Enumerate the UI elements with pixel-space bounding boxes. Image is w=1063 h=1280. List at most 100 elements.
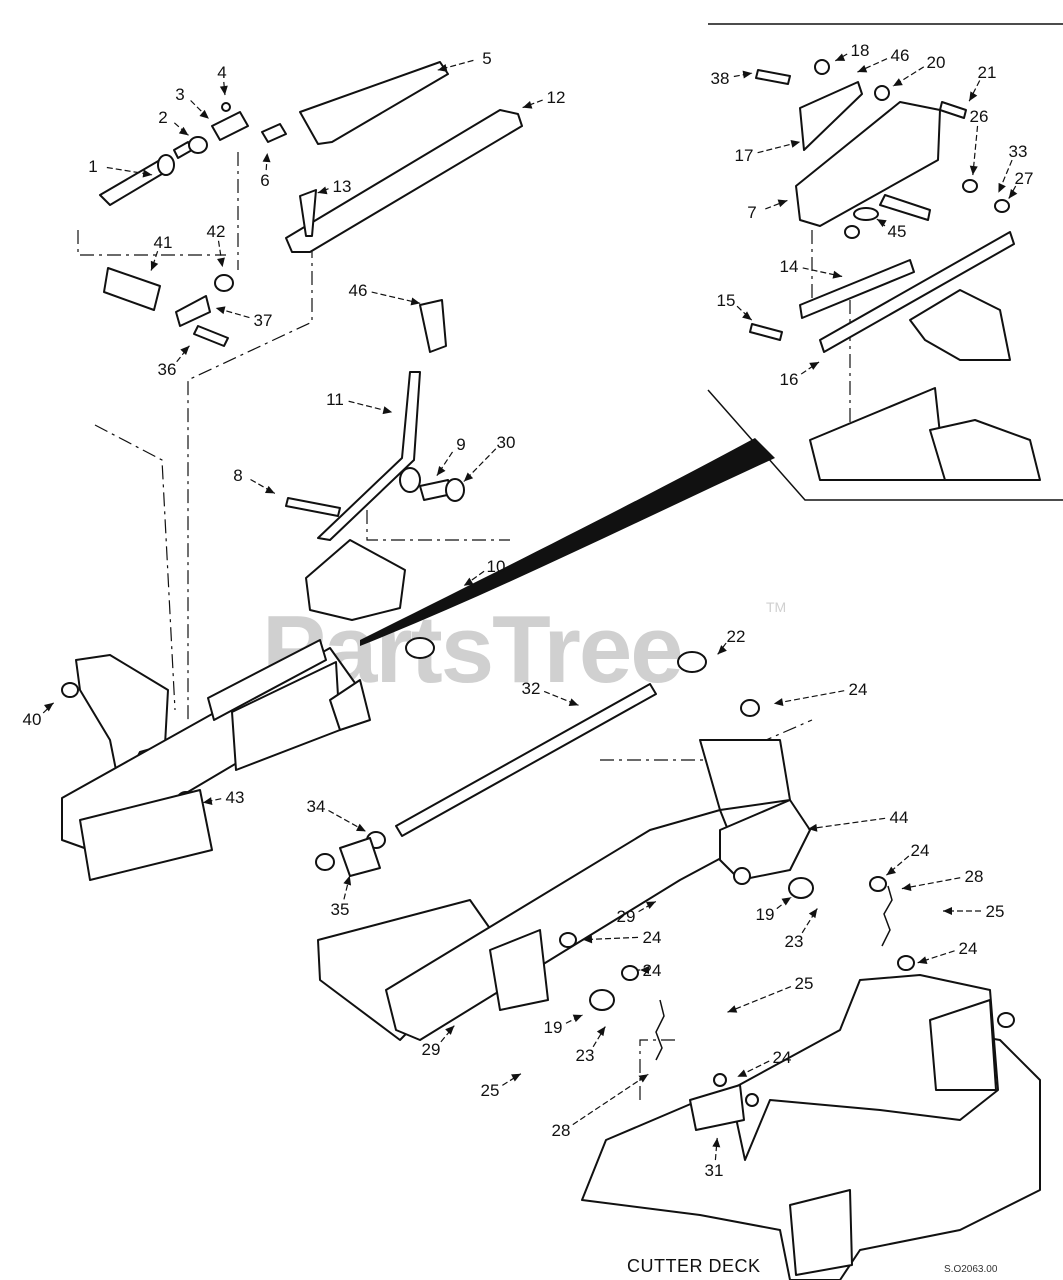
callout-label: 27 [1015,169,1034,188]
leader-line [638,900,657,913]
callout-label: 34 [307,797,326,816]
leader-arrowhead [807,823,818,832]
callout-label: 46 [891,46,910,65]
leader-arrowhead [202,797,213,806]
callout-label: 24 [773,1048,792,1067]
leader-arrowhead [969,165,978,176]
callout-46-12: 46 [349,281,421,306]
callout-label: 23 [785,932,804,951]
leader-arrowhead [857,64,868,73]
callout-label: 43 [226,788,245,807]
callout-label: 28 [552,1121,571,1140]
callout-9-15: 9 [436,435,466,476]
callout-41-8: 41 [150,233,172,271]
callout-36-11: 36 [158,345,190,379]
callout-label: 17 [735,146,754,165]
callout-label: 24 [643,928,662,947]
callout-label: 10 [487,557,506,576]
callout-label: 44 [890,808,909,827]
callout-46-45: 46 [857,46,910,73]
leader-arrowhead [727,1005,738,1013]
leader-arrowhead [640,966,649,974]
callout-28-27: 28 [901,867,984,892]
leader-line [776,896,792,910]
leader-arrowhead [180,345,190,356]
leader-line [582,936,639,941]
callout-label: 25 [795,974,814,993]
callout-5-4: 5 [437,49,492,72]
callout-27-50: 27 [1008,169,1034,199]
leader-line [886,855,910,876]
callout-24-26: 24 [886,841,930,876]
callout-14-54: 14 [780,257,843,279]
callout-label: 11 [326,390,344,409]
callout-33-49: 33 [997,142,1028,193]
leader-arrowhead [1008,188,1018,199]
callout-13-7: 13 [317,177,351,196]
callout-label: 37 [254,311,273,330]
leader-arrowhead [463,472,474,482]
callout-1-0: 1 [88,157,153,178]
callout-24-22: 24 [773,680,868,707]
detail-pointer-wedge [360,438,775,646]
callout-label: 25 [986,902,1005,921]
leader-arrowhead [265,485,275,494]
leader-arrowhead [582,935,593,944]
callout-label: 35 [331,900,350,919]
callout-label: 20 [927,53,946,72]
leader-arrowhead [781,897,792,906]
callout-label: 14 [780,257,799,276]
callout-label: 3 [175,85,184,104]
callout-15-55: 15 [717,291,753,321]
lift-chains [655,885,893,1061]
upper-linkage-parts [99,61,523,347]
callout-25-34: 25 [727,974,813,1013]
leader-arrowhead [511,1073,521,1082]
callout-label: 33 [1009,142,1028,161]
leader-arrowhead [717,645,727,655]
callout-label: 12 [547,88,566,107]
leader-arrowhead [215,306,226,315]
callout-23-37: 23 [576,1026,606,1065]
main-frame-right [315,651,1015,1041]
callout-8-14: 8 [233,466,276,494]
leader-line [800,361,820,375]
callout-31-42: 31 [705,1137,723,1180]
callout-25-39: 25 [481,1073,522,1100]
leader-arrowhead [886,866,896,876]
callout-6-5: 6 [260,152,271,190]
leader-arrowhead [832,270,843,279]
leader-arrowhead [410,297,421,306]
callout-25-28: 25 [943,902,1004,921]
leader-arrowhead [901,883,912,892]
callout-26-48: 26 [969,107,988,176]
leader-arrowhead [969,91,978,102]
callout-7-52: 7 [747,199,788,222]
cutter-deck [581,974,1041,1280]
callout-label: 19 [544,1018,563,1037]
callout-24-40: 24 [737,1048,792,1078]
callout-38-43: 38 [711,69,753,88]
leader-arrowhead [917,956,928,965]
leader-arrowhead [150,260,159,271]
callout-label: 38 [711,69,730,88]
callout-label: 28 [965,867,984,886]
leader-arrowhead [835,53,846,61]
leader-line [440,1025,455,1043]
callout-label: 24 [911,841,930,860]
leader-line [733,72,753,78]
callout-24-35: 24 [638,961,661,980]
leader-line [173,122,189,136]
callout-16-56: 16 [780,361,820,389]
callout-29-38: 29 [422,1025,455,1059]
leader-line [150,251,159,271]
callout-20-46: 20 [892,53,946,87]
leader-line [572,1073,649,1126]
callout-2-1: 2 [158,108,189,136]
inset-detail-frame [707,23,1063,501]
callout-label: 40 [23,710,42,729]
leader-arrowhead [876,219,887,228]
callout-label: 24 [849,680,868,699]
